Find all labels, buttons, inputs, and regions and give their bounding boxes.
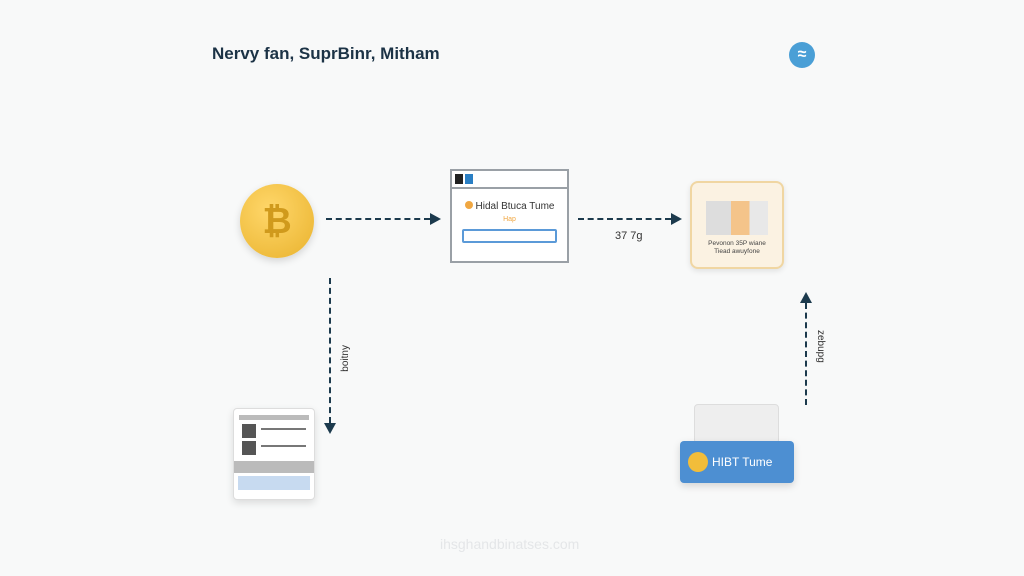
arrow-label: 37 7g — [615, 230, 643, 242]
arrow-line — [329, 278, 331, 423]
list-item — [242, 441, 306, 455]
arrow-up-icon — [800, 292, 812, 303]
exchange-window-card: Hidal Btuca Tume Hap — [450, 169, 569, 263]
arrow-line — [805, 303, 807, 405]
arrow-line — [578, 218, 671, 220]
coin-dot-icon — [464, 201, 473, 209]
app-icon — [465, 174, 473, 184]
arrow-right-icon — [430, 213, 441, 225]
document-text: Tiead awuyfone — [714, 248, 760, 255]
avatar-icon — [242, 441, 256, 455]
window-subtitle: Hap — [503, 216, 516, 223]
logo-icon: ≈ — [789, 42, 815, 68]
watermark: ihsghandbinatses.com — [440, 536, 580, 552]
coin-icon — [688, 452, 708, 472]
list-item — [242, 424, 306, 438]
window-title: Hidal Btuca Tume — [475, 201, 555, 212]
arrow-line — [326, 218, 430, 220]
certificate-icon — [694, 404, 779, 444]
arrow-right-icon — [671, 213, 682, 225]
input-field[interactable] — [238, 476, 310, 490]
bitcoin-coin-icon: ₿ — [240, 184, 314, 258]
input-field[interactable] — [462, 229, 557, 243]
document-stack-icon — [706, 201, 768, 235]
diagram-title: Nervy fan, SuprBinr, Mitham — [212, 44, 440, 63]
badge-label: HIBT Tume — [712, 455, 773, 469]
arrow-label: zebupg — [815, 330, 826, 363]
wallet-list-card — [233, 408, 315, 500]
arrow-down-icon — [324, 423, 336, 434]
document-text: Pevonon 35P wiane — [708, 240, 766, 247]
app-icon — [455, 174, 463, 184]
avatar-icon — [242, 424, 256, 438]
window-titlebar — [452, 171, 567, 189]
arrow-label: boitny — [340, 345, 351, 372]
hibt-badge: HIBT Tume — [680, 441, 794, 483]
